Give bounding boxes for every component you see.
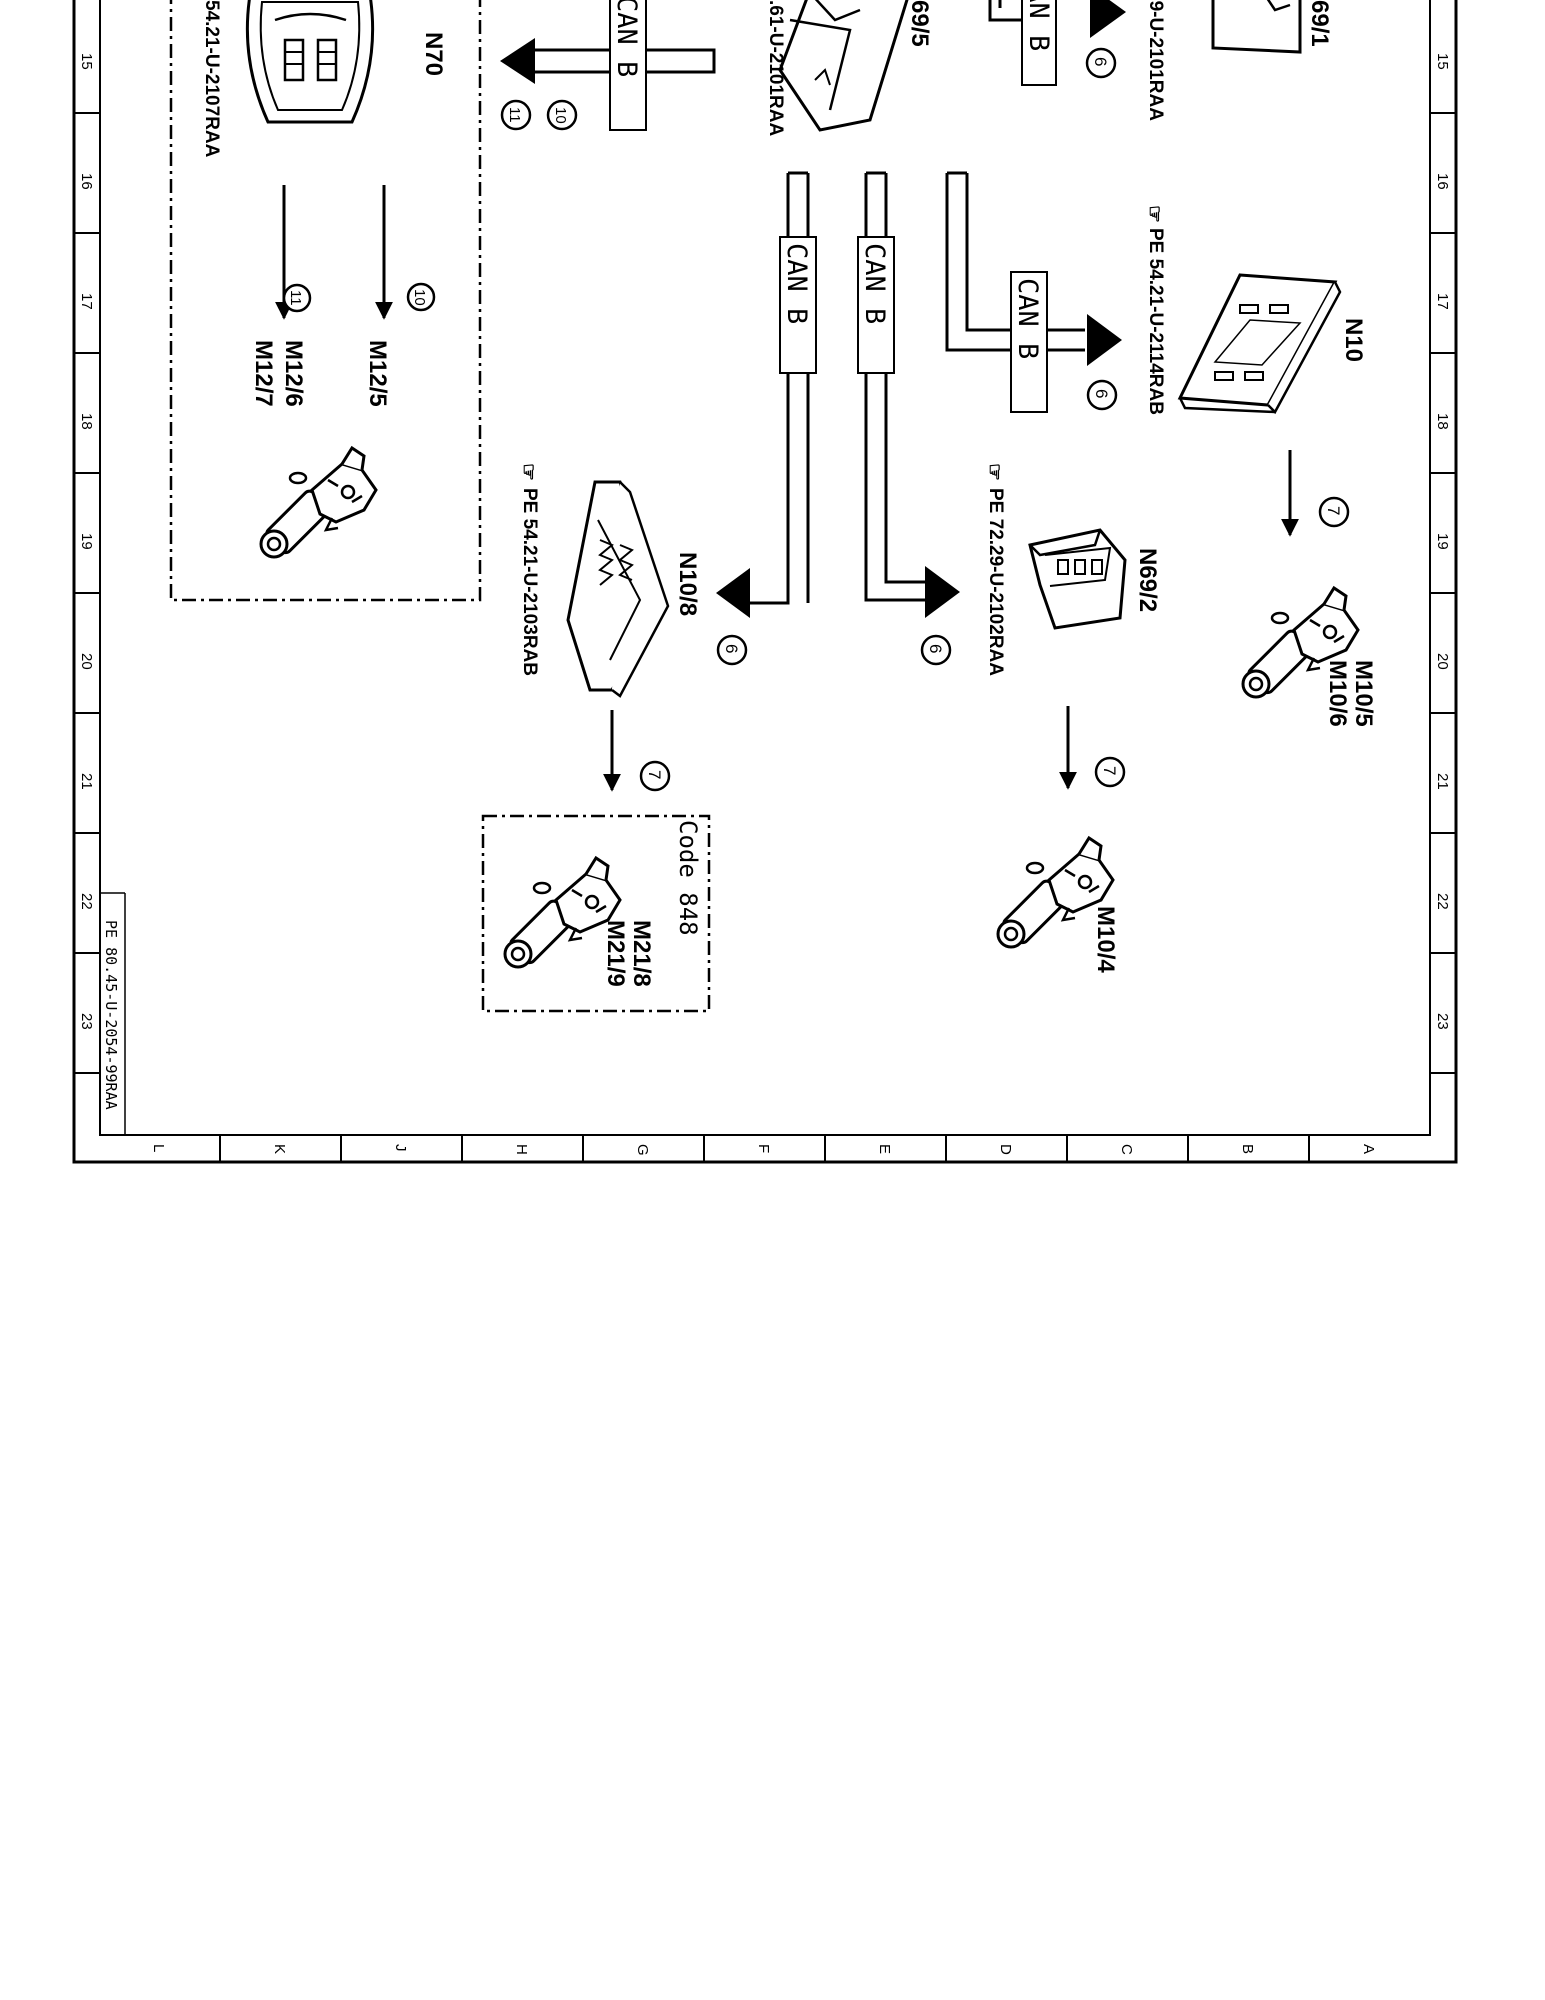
m12-7-label: M12/7 bbox=[250, 340, 277, 407]
marker-11: 11 bbox=[287, 290, 304, 306]
can-bus-label: CAN B bbox=[1012, 278, 1043, 359]
row-label-left: 17 bbox=[78, 293, 95, 310]
row-label-left: 21 bbox=[78, 773, 95, 790]
can-bus-label: CAN B bbox=[611, 0, 642, 77]
marker-10: 10 bbox=[552, 107, 569, 124]
marker-7: 7 bbox=[645, 770, 664, 779]
n69-1-label: 69/1 bbox=[1306, 0, 1333, 47]
drawing-id: PE 80.45-U-2054-99RAA bbox=[102, 920, 120, 1110]
marker-7: 7 bbox=[1324, 506, 1343, 515]
row-label-right: 19 bbox=[1434, 533, 1451, 550]
row-index-right: 15 16 17 18 19 20 21 22 23 bbox=[1430, 53, 1456, 1074]
can-bus-lines: CAN B CAN B CAN B bbox=[716, 171, 1122, 618]
column-label: F bbox=[755, 1144, 772, 1153]
m12-motor-icon bbox=[259, 446, 378, 559]
row-label-right: 20 bbox=[1434, 653, 1451, 670]
column-label: B bbox=[1239, 1144, 1256, 1154]
row-index-left: 15 16 17 18 19 20 21 22 23 bbox=[74, 53, 100, 1074]
n70-ref: 54.21-U-2107RAA bbox=[201, 0, 222, 158]
marker-circle-10 bbox=[546, 99, 578, 131]
row-label-right: 17 bbox=[1434, 293, 1451, 310]
column-label: J bbox=[392, 1144, 409, 1152]
n69-1-group: 69/1 29-U-2101RAA bbox=[1145, 0, 1333, 121]
n69-2-group: N69/2 ☞ PE 72.29-U-2102RAA bbox=[983, 463, 1161, 676]
column-label: H bbox=[513, 1144, 530, 1155]
n70-module-icon bbox=[245, 0, 375, 124]
n10-group: N10 ☞ PE 54.21-U-2114RAB bbox=[1143, 205, 1367, 415]
column-label: L bbox=[150, 1144, 167, 1152]
n10-8-label: N10/8 bbox=[674, 552, 701, 616]
marker-circle-6 bbox=[920, 634, 952, 666]
m21-9-label: M21/9 bbox=[602, 920, 629, 987]
marker-circle-10 bbox=[406, 282, 436, 312]
row-label-left: 19 bbox=[78, 533, 95, 550]
m10-4-label: M10/4 bbox=[1092, 906, 1119, 973]
column-label: K bbox=[271, 1144, 288, 1154]
marker-circle-7 bbox=[1094, 756, 1126, 788]
marker-circle-7 bbox=[639, 760, 671, 792]
n69-2-ref: PE 72.29-U-2102RAA bbox=[985, 488, 1006, 676]
marker-circle-6 bbox=[1085, 47, 1117, 79]
n69-1-ref: 29-U-2101RAA bbox=[1145, 0, 1166, 121]
row-label-left: 20 bbox=[78, 653, 95, 670]
can-bus-label: CAN B bbox=[859, 243, 890, 324]
column-index-bottom: L K J H G F E D C B A bbox=[150, 1135, 1377, 1162]
marker-circle-11 bbox=[500, 99, 532, 131]
drawing-frame bbox=[72, 0, 1458, 1164]
m12-6-label: M12/6 bbox=[280, 340, 307, 407]
n69-5-group: 69/5 .61-U-2101RAA bbox=[765, 0, 933, 136]
row-label-right: 23 bbox=[1434, 1013, 1451, 1030]
row-label-left: 16 bbox=[78, 173, 95, 190]
marker-circle-7 bbox=[1318, 496, 1350, 528]
n10-label: N10 bbox=[1340, 318, 1367, 362]
marker-11: 11 bbox=[506, 107, 523, 123]
column-label: D bbox=[997, 1144, 1014, 1155]
marker-7: 7 bbox=[1100, 766, 1119, 775]
marker-6: 6 bbox=[1091, 57, 1110, 66]
row-label-left: 22 bbox=[78, 893, 95, 910]
column-label: G bbox=[634, 1144, 651, 1156]
m10-6-label: M10/6 bbox=[1324, 660, 1351, 727]
row-label-right: 18 bbox=[1434, 413, 1451, 430]
m21-8-label: M21/8 bbox=[628, 920, 655, 987]
row-label-left: 18 bbox=[78, 413, 95, 430]
marker-6: 6 bbox=[926, 644, 945, 653]
row-label-left: 23 bbox=[78, 1013, 95, 1030]
marker-10: 10 bbox=[411, 289, 428, 306]
row-label-right: 15 bbox=[1434, 53, 1451, 70]
marker-circle-6 bbox=[1086, 379, 1118, 411]
n69-2-label: N69/2 bbox=[1134, 548, 1161, 612]
code-848-label: Code 848 bbox=[674, 820, 702, 936]
row-label-right: 21 bbox=[1434, 773, 1451, 790]
n10-ref: PE 54.21-U-2114RAB bbox=[1145, 228, 1166, 415]
row-label-right: 16 bbox=[1434, 173, 1451, 190]
can-bus-label: CAN B bbox=[1023, 0, 1054, 51]
column-label: E bbox=[876, 1144, 893, 1154]
marker-6: 6 bbox=[722, 644, 741, 653]
column-label: A bbox=[1360, 1144, 1377, 1154]
column-label: C bbox=[1118, 1144, 1135, 1155]
drawing-id-block: PE 80.45-U-2054-99RAA bbox=[100, 892, 126, 1135]
n10-8-ref: PE 54.21-U-2103RAB bbox=[519, 488, 540, 676]
marker-6: 6 bbox=[1092, 389, 1111, 398]
can-link-to-n69-1: CAN B 6 bbox=[988, 0, 1126, 86]
can-link-to-n70: CAN B 10 11 bbox=[500, 0, 716, 131]
row-label-left: 15 bbox=[78, 53, 95, 70]
n70-group: N70 54.21-U-2107RAA 11 10 M12/5 M12/6 M1… bbox=[169, 0, 482, 602]
pointer-icon: ☞ bbox=[517, 463, 539, 481]
m12-5-label: M12/5 bbox=[364, 340, 391, 407]
pointer-icon: ☞ bbox=[983, 463, 1005, 481]
n69-5-label: 69/5 bbox=[906, 0, 933, 47]
marker-circle-6 bbox=[716, 634, 748, 666]
can-bus-label: CAN B bbox=[781, 243, 812, 324]
m10-5-label: M10/5 bbox=[1350, 660, 1377, 727]
n70-label: N70 bbox=[420, 32, 447, 76]
n10-8-group: N10/8 ☞ PE 54.21-U-2103RAB bbox=[517, 463, 701, 698]
pointer-icon: ☞ bbox=[1143, 205, 1165, 223]
code-848-group: Code 848 M21/8 M21/9 bbox=[481, 814, 711, 1013]
marker-circle-11 bbox=[282, 283, 312, 313]
n69-5-ref: .61-U-2101RAA bbox=[765, 0, 786, 136]
row-label-right: 22 bbox=[1434, 893, 1451, 910]
